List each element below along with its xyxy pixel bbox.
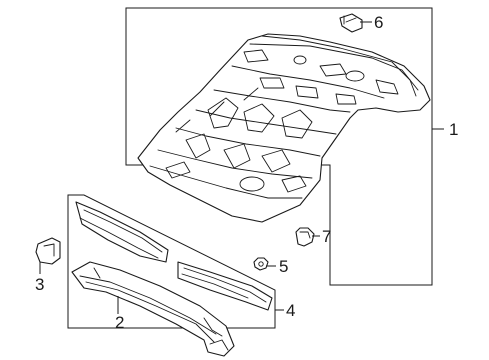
- rear-rail-panel-part: [75, 201, 273, 311]
- plug-part-7: [295, 227, 315, 247]
- callout-1: 1: [449, 120, 459, 139]
- callout-7: 7: [322, 227, 332, 246]
- rear-rail-assembly-frame: [67, 194, 276, 329]
- clip-part-6: [339, 13, 363, 33]
- callout-2: 2: [115, 313, 125, 332]
- floor-pan-part: [137, 33, 431, 223]
- callout-3: 3: [35, 275, 45, 294]
- floor-pan-assembly-frame: [125, 7, 433, 286]
- callout-5: 5: [279, 257, 289, 276]
- callout-6: 6: [374, 13, 384, 32]
- bolt-part-5: [253, 257, 269, 271]
- rail-member-part-2: [71, 261, 235, 357]
- bracket-part-3: [35, 237, 61, 265]
- callout-4: 4: [286, 301, 296, 320]
